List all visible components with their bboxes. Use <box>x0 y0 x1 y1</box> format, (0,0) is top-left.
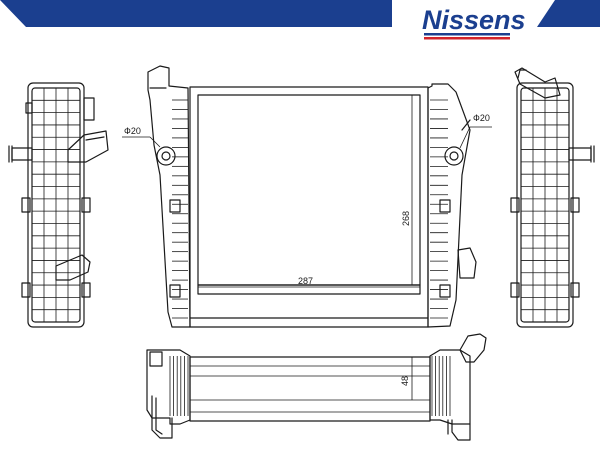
height-dimension: 268 <box>401 211 411 226</box>
header-banner-right <box>537 0 600 27</box>
right-port-diameter-label: Ф20 <box>473 113 490 123</box>
width-dimension: 287 <box>298 276 313 286</box>
brand-logo-text: Nissens <box>422 5 526 35</box>
depth-dimension: 48 <box>400 376 410 386</box>
left-port-diameter-label: Ф20 <box>124 126 141 136</box>
bottom-view: 48 <box>146 333 487 441</box>
right-tank-view <box>510 67 595 328</box>
left-tank-view <box>8 82 109 328</box>
header-banner-left <box>0 0 392 27</box>
front-view: 287 268 Ф20 Ф20 <box>122 65 492 328</box>
brand-logo: Nissens <box>422 5 526 40</box>
